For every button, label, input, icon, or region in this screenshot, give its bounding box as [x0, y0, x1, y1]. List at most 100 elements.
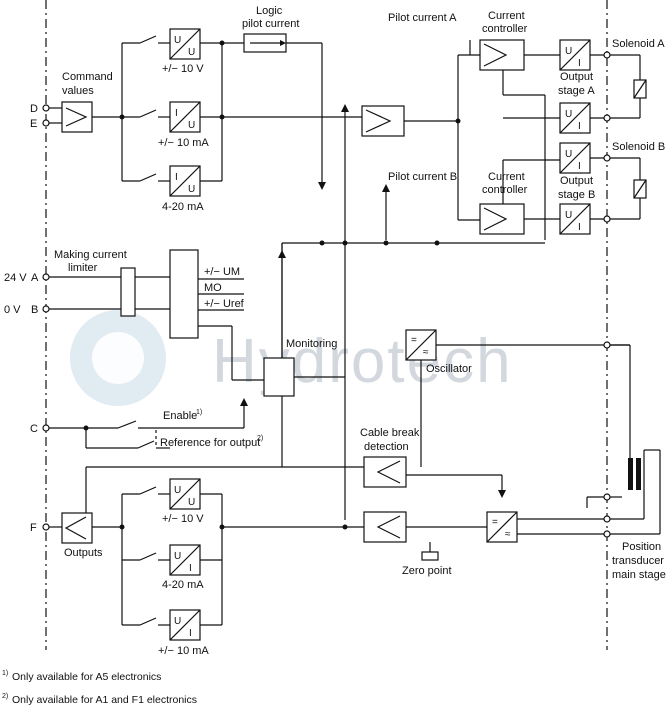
- block-symbols-u: U: [188, 120, 195, 131]
- position-label-1: Position: [622, 541, 661, 553]
- terminal-c-label: C: [30, 423, 38, 435]
- block-symbols-u: U: [188, 184, 195, 195]
- block-symbols-u: U: [565, 109, 572, 120]
- outputs-label: Outputs: [64, 547, 103, 559]
- block-symbols-equals: =: [492, 517, 498, 528]
- block-symbols-u: U: [565, 46, 572, 57]
- current-controller-b: [479, 203, 525, 235]
- current-controller-a: [479, 39, 525, 71]
- logic-pilot-label-2: pilot current: [242, 18, 299, 30]
- solenoid-b-label: Solenoid B: [612, 141, 665, 153]
- terminal-b-label: B: [31, 304, 38, 316]
- block-symbols-i: I: [578, 222, 581, 233]
- converter-iu-bottom-low: [169, 609, 201, 641]
- range-10ma-bottom: +/− 10 mA: [158, 645, 209, 657]
- block-symbols-i: I: [175, 172, 178, 183]
- block-symbols-i: I: [578, 58, 581, 69]
- reference-footnote-mark: 2): [257, 435, 263, 442]
- output-stage-b-label-2: stage B: [558, 189, 595, 201]
- solenoid-b-coil: [610, 157, 647, 220]
- terminal-f: [42, 523, 50, 531]
- range-10v-bottom: +/− 10 V: [162, 513, 204, 525]
- making-current-label-1: Making current: [54, 249, 127, 261]
- current-controller-a-label-2: controller: [482, 23, 528, 35]
- range-10v-top: +/− 10 V: [162, 63, 204, 75]
- terminal-d: [42, 104, 50, 112]
- footnote-1-mark: 1): [2, 670, 8, 677]
- terminal-c: [42, 424, 50, 432]
- mo-label: MO: [204, 282, 222, 294]
- converter-uu-top: [169, 28, 201, 60]
- pilot-current-a-label: Pilot current A: [388, 12, 457, 24]
- zero-point-amplifier: [363, 511, 407, 543]
- command-values-label-1: Command: [62, 71, 113, 83]
- block-symbols-i: I: [578, 161, 581, 172]
- converter-uu-bottom: [169, 478, 201, 510]
- block-symbols-u: U: [188, 497, 195, 508]
- enable-footnote-mark: 1): [196, 409, 202, 416]
- terminal-a-voltage: 24 V: [4, 272, 27, 284]
- current-controller-b-label-1: Current: [488, 171, 525, 183]
- terminal-e: [42, 119, 50, 127]
- terminal-b: [42, 305, 50, 313]
- current-controller-b-label-2: controller: [482, 184, 528, 196]
- logic-pilot-current-block: [243, 33, 287, 53]
- logic-pilot-label-1: Logic: [256, 5, 283, 17]
- terminal-e-label: E: [30, 118, 37, 130]
- position-label-2: transducer: [612, 555, 664, 567]
- pilot-amplifier: [361, 105, 405, 137]
- converter-iu-mid: [169, 101, 201, 133]
- block-symbols-tilde: ≈: [505, 529, 511, 540]
- block-symbols-u: U: [565, 149, 572, 160]
- block-symbols-tilde: ≈: [423, 347, 429, 358]
- cable-break-label-2: detection: [364, 441, 409, 453]
- footnote-2-text: Only available for A1 and F1 electronics: [12, 694, 197, 706]
- power-supply-block: [169, 249, 199, 339]
- cable-break-label-1: Cable break: [360, 427, 420, 439]
- making-current-limiter: [120, 267, 136, 317]
- making-current-label-2: limiter: [68, 262, 98, 274]
- output-stage-a-current: [559, 102, 591, 134]
- range-420ma-bottom: 4-20 mA: [162, 579, 204, 591]
- pilot-current-b-label: Pilot current B: [388, 171, 457, 183]
- uref-label: +/− Uref: [204, 298, 245, 310]
- terminal-a-label: A: [31, 272, 39, 284]
- block-symbols-u: U: [174, 35, 181, 46]
- footnote-1-text: Only available for A5 electronics: [12, 671, 161, 683]
- solenoid-a-coil: [610, 54, 647, 119]
- block-symbols-u: U: [174, 485, 181, 496]
- block-symbols-u: U: [188, 47, 195, 58]
- block-symbols-i: I: [189, 628, 192, 639]
- block-symbols-equals: =: [411, 335, 417, 346]
- outputs-block: [61, 512, 93, 544]
- footnotes: 1) Only available for A5 electronics 2) …: [2, 670, 197, 706]
- position-transducer: [586, 344, 661, 535]
- solenoid-a-label: Solenoid A: [612, 38, 665, 50]
- output-stage-b-current: [559, 203, 591, 235]
- um-label: +/− UM: [204, 266, 240, 278]
- zero-point-label: Zero point: [402, 565, 452, 577]
- monitoring-block: [263, 357, 295, 397]
- block-symbols-i: I: [189, 563, 192, 574]
- command-values-block: [61, 101, 93, 133]
- block-symbols-u: U: [565, 210, 572, 221]
- current-controller-a-label-1: Current: [488, 10, 525, 22]
- output-stage-a-label-1: Output: [560, 71, 593, 83]
- terminal-b-voltage: 0 V: [4, 304, 21, 316]
- demodulator-block: [486, 511, 518, 543]
- watermark: Hydrotech: [70, 310, 513, 406]
- block-symbols-i: I: [175, 108, 178, 119]
- command-values-label-2: values: [62, 85, 94, 97]
- watermark-text: Hydrotech: [212, 327, 513, 396]
- converter-iu-bottom-mid: [169, 544, 201, 576]
- terminal-a: [42, 273, 50, 281]
- output-stage-a-label-2: stage A: [558, 85, 595, 97]
- reference-label: Reference for output: [160, 437, 260, 449]
- monitoring-label: Monitoring: [286, 338, 337, 350]
- enable-label: Enable: [163, 410, 197, 422]
- oscillator-label: Oscillator: [426, 363, 472, 375]
- terminal-d-label: D: [30, 103, 38, 115]
- terminal-f-label: F: [30, 522, 37, 534]
- block-symbols-u: U: [174, 551, 181, 562]
